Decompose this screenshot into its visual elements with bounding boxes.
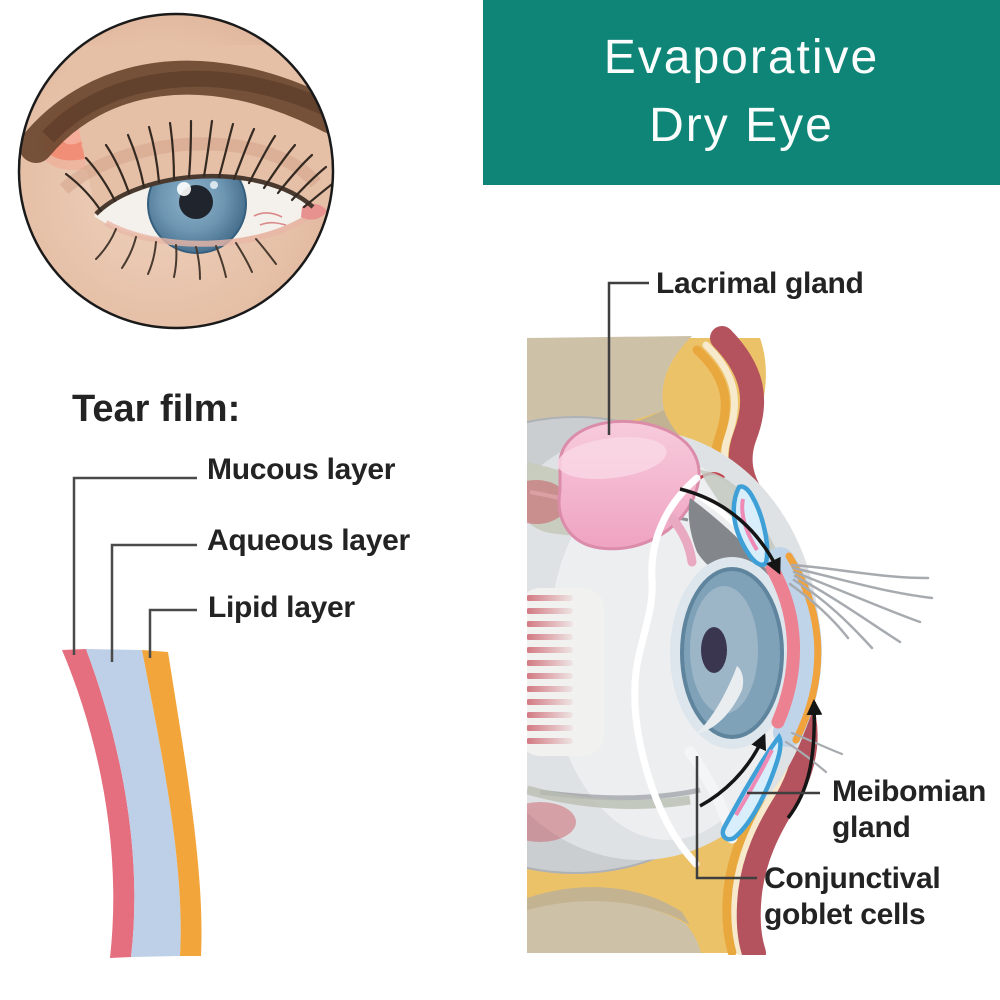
- eye-photo: [17, 12, 335, 330]
- lacrimal-leader-line: [607, 281, 649, 435]
- lipid-leader-line: [148, 608, 197, 658]
- lid-crease-shadow: [59, 137, 321, 194]
- lower-eyelashes: [784, 731, 844, 774]
- cornea-lipid-arc: [785, 552, 822, 744]
- tear-flow-arrow-top: [679, 487, 781, 575]
- upper-eyelashes: [788, 563, 934, 650]
- tear-flow-arrow-bottom-inner: [699, 733, 767, 808]
- lacrimal-duct: [667, 513, 697, 567]
- photo-border: [17, 12, 335, 330]
- orbital-bone-bottom: [527, 901, 701, 953]
- aqueous-layer-band: [86, 649, 181, 957]
- upper-lashes: [64, 119, 333, 213]
- eye-vessels: [253, 212, 287, 226]
- eyebrow-core: [42, 70, 332, 143]
- tear-film-title: Tear film:: [72, 388, 241, 430]
- lacrimal-gland-highlight: [557, 437, 667, 479]
- photo-eye-highlight: [177, 182, 191, 196]
- title-banner: Evaporative Dry Eye: [483, 0, 1000, 185]
- aqueous-leader-line: [110, 543, 197, 662]
- muscle-striations: [527, 595, 573, 744]
- mucous-layer-band: [62, 649, 135, 958]
- meibomian-gland-label: Meibomian gland: [832, 775, 986, 844]
- aqueous-layer-label: Aqueous layer: [207, 524, 410, 557]
- banner-title-line1: Evaporative: [603, 31, 880, 84]
- lipid-layer-label: Lipid layer: [208, 591, 355, 624]
- tear-flow-arrow-bottom-outer: [786, 699, 823, 820]
- cornea-mucous-arc: [765, 561, 801, 729]
- pupil: [701, 627, 727, 673]
- superior-muscle-red: [527, 480, 568, 524]
- conjunctival-goblet-cells-label: Conjunctival goblet cells: [764, 862, 941, 931]
- photo-eye-highlight-2: [210, 181, 218, 189]
- banner-title-line2: Dry Eye: [649, 99, 834, 152]
- conjunctival-leader-line: [695, 756, 757, 880]
- caruncle: [301, 203, 327, 220]
- lipid-layer-band: [142, 650, 202, 956]
- mucous-leader-line: [72, 476, 197, 655]
- tear-flow-arrows: [679, 487, 823, 820]
- inferior-muscle-red: [527, 802, 576, 842]
- conjunctiva-line: [631, 474, 701, 868]
- eye-anatomy-diagram: [527, 281, 934, 955]
- mucous-layer-label: Mucous layer: [207, 453, 396, 486]
- lens-crescent: [696, 666, 744, 734]
- lacrimal-gland-label: Lacrimal gland: [656, 267, 864, 300]
- orbital-bone-bottom-shadow: [527, 887, 690, 925]
- meibomian-gland-lower-duct: [734, 749, 774, 817]
- lower-lid-edge: [104, 212, 313, 247]
- lower-lashes: [95, 228, 277, 280]
- cornea-aqueous-arc: [765, 547, 822, 747]
- inferior-muscle: [527, 785, 691, 810]
- lower-lid-skin-band: [736, 690, 818, 955]
- tear-film-diagram: [62, 476, 202, 958]
- lash-line: [94, 173, 315, 216]
